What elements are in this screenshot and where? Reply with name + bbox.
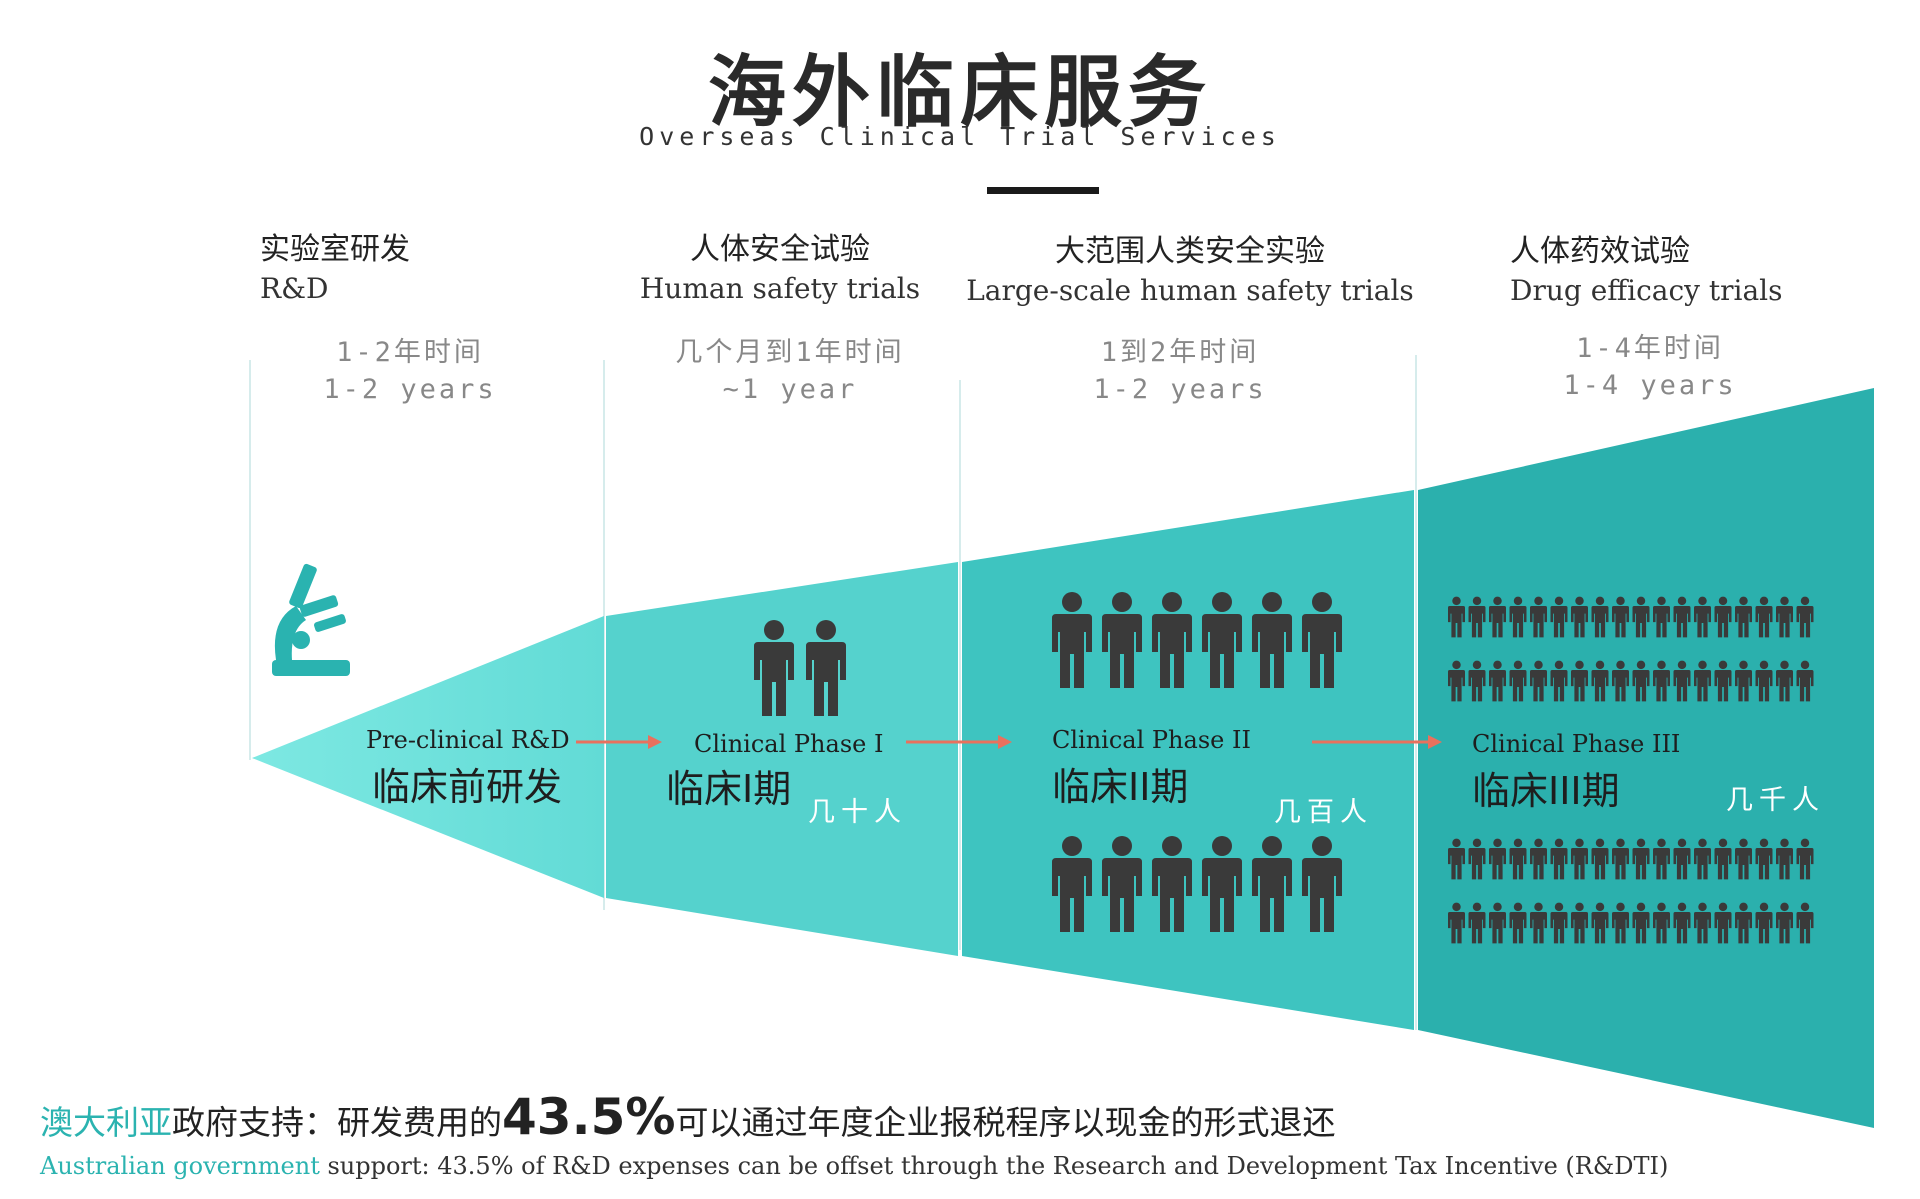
phase-label-zh: 临床II期	[1052, 765, 1189, 809]
duration-phase1: 几个月到1年时间 ~1 year	[640, 334, 940, 408]
footer-note-en: Australian government support: 43.5% of …	[40, 1152, 1668, 1180]
phase-label-zh: 临床前研发	[372, 765, 563, 809]
arrow-1	[576, 735, 662, 749]
stage-header-rd: 实验室研发 R&D	[260, 224, 440, 305]
duration-en: ~1 year	[722, 374, 858, 405]
duration-en: 1-4 years	[1563, 370, 1737, 401]
arrow-3	[1312, 735, 1442, 749]
duration-zh: 1-4年时间	[1576, 333, 1724, 364]
phase-label-en: Clinical Phase II	[1052, 726, 1251, 754]
duration-en: 1-2 years	[323, 374, 497, 405]
duration-zh: 1到2年时间	[1100, 337, 1260, 368]
stage-title-en: Large-scale human safety trials	[966, 274, 1414, 307]
funnel-segment-preclinical	[252, 616, 604, 898]
funnel-segment-phase3	[1418, 388, 1874, 1128]
stage-title-en: Human safety trials	[639, 272, 921, 305]
duration-phase2: 1到2年时间 1-2 years	[1060, 334, 1300, 408]
footer-text-zh: 政府支持：研发费用的	[172, 1103, 502, 1142]
participant-count: 几十人	[808, 797, 907, 828]
footer-percentage: 43.5%	[502, 1088, 676, 1146]
phase-label-en: Clinical Phase I	[694, 730, 884, 758]
duration-zh: 几个月到1年时间	[675, 337, 905, 368]
page-title: 海外临床服务	[707, 48, 1212, 138]
footer-highlight-zh: 澳大利亚	[40, 1103, 172, 1142]
duration-zh: 1-2年时间	[336, 337, 484, 368]
footer-highlight-en: Australian government	[40, 1152, 320, 1180]
footer-text-zh-rest: 可以通过年度企业报税程序以现金的形式退还	[675, 1103, 1336, 1142]
stage-title-zh: 人体药效试验	[1510, 234, 1690, 269]
duration-en: 1-2 years	[1093, 374, 1267, 405]
stage-title-zh: 实验室研发	[260, 232, 410, 267]
footer-text-en: support: 43.5% of R&D expenses can be of…	[319, 1152, 1669, 1180]
phase-label-zh: 临床I期	[666, 767, 792, 811]
participant-count: 几千人	[1726, 785, 1825, 816]
stage-title-en: R&D	[260, 272, 329, 305]
title-divider	[987, 187, 1099, 194]
arrow-2	[906, 735, 1012, 749]
participant-count: 几百人	[1274, 797, 1373, 828]
stage-title-en: Drug efficacy trials	[1510, 274, 1783, 307]
page-subtitle: Overseas Clinical Trial Services	[639, 122, 1281, 151]
stage-header-phase3: 人体药效试验 Drug efficacy trials	[1510, 226, 1810, 307]
stage-title-zh: 人体安全试验	[690, 232, 870, 267]
footer-note-zh: 澳大利亚政府支持：研发费用的43.5%可以通过年度企业报税程序以现金的形式退还	[40, 1088, 1335, 1146]
phase-label-en: Clinical Phase III	[1472, 730, 1681, 758]
stage-title-zh: 大范围人类安全实验	[1055, 234, 1325, 269]
stage-header-phase2: 大范围人类安全实验 Large-scale human safety trial…	[960, 226, 1420, 307]
phase-label-zh: 临床III期	[1472, 769, 1620, 813]
phase-label-en: Pre-clinical R&D	[366, 726, 570, 754]
microscope-icon	[272, 563, 350, 676]
stage-header-phase1: 人体安全试验 Human safety trials	[600, 224, 960, 305]
duration-rd: 1-2年时间 1-2 years	[300, 334, 520, 408]
duration-phase3: 1-4年时间 1-4 years	[1530, 330, 1770, 404]
funnel-segment-phase1	[606, 562, 958, 956]
